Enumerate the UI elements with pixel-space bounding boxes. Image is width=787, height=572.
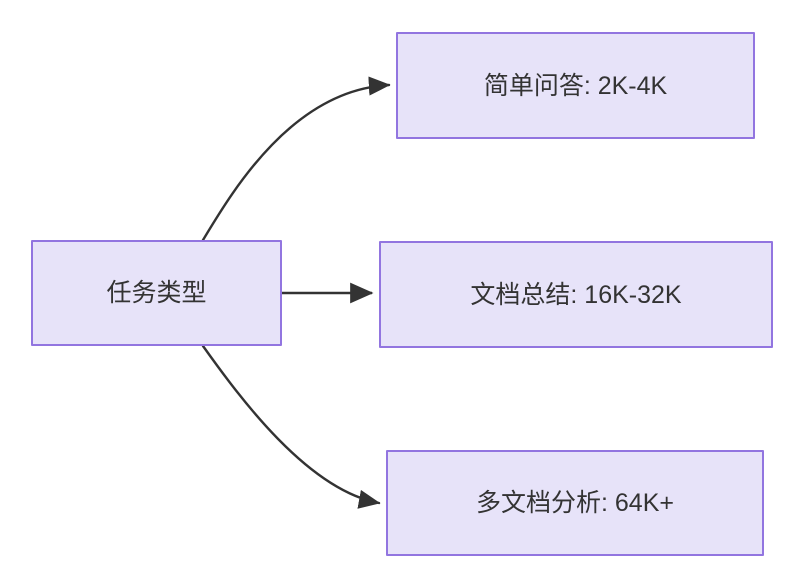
node-simple-qa-label: 简单问答: 2K-4K [483, 71, 668, 100]
node-doc-summary[interactable]: 文档总结: 16K-32K [379, 241, 773, 348]
node-task-type-label: 任务类型 [106, 279, 207, 307]
edge-to-multi-doc [201, 344, 381, 509]
node-task-type[interactable]: 任务类型 [31, 240, 282, 346]
edge-to-simple-qa [201, 76, 391, 242]
node-doc-summary-label: 文档总结: 16K-32K [470, 280, 682, 309]
node-multi-doc[interactable]: 多文档分析: 64K+ [386, 450, 764, 556]
node-simple-qa[interactable]: 简单问答: 2K-4K [396, 32, 755, 139]
node-multi-doc-label: 多文档分析: 64K+ [476, 489, 674, 517]
